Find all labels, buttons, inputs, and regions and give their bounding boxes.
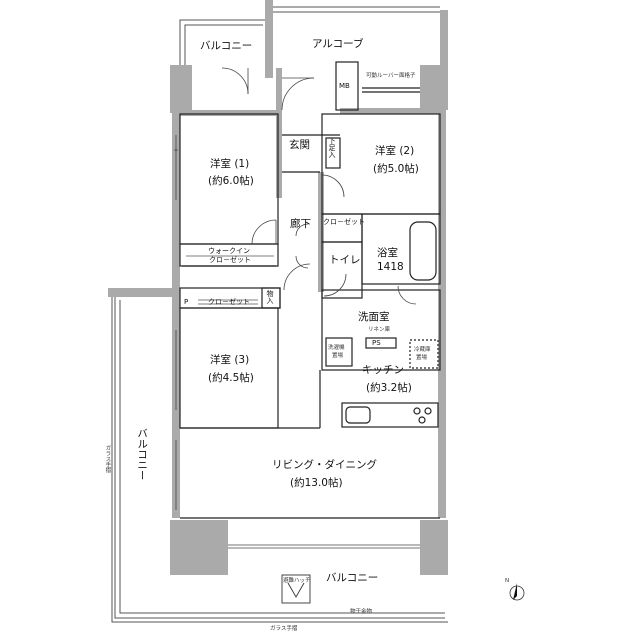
label-western2-name: 洋室 (2) [375, 145, 415, 157]
room-lines [179, 61, 441, 519]
label-ldk-size: (約13.0帖) [290, 477, 343, 489]
label-mb: MB [339, 82, 350, 90]
label-walkin-2: クロ－ゼット [209, 256, 251, 264]
label-western2-size: (約5.0帖) [373, 163, 419, 175]
label-toilet: トイレ [329, 254, 361, 266]
label-washer-2: 置場 [332, 353, 344, 359]
label-walkin-1: ウォークイン [208, 247, 250, 255]
doors [221, 67, 417, 305]
label-western3-size: (約4.5帖) [208, 372, 254, 384]
walls [108, 0, 448, 575]
balcony-outlines [111, 6, 448, 623]
label-western3-name: 洋室 (3) [210, 354, 250, 366]
label-ps: PS [372, 339, 381, 347]
label-balcony-top: バルコニー [200, 40, 253, 52]
label-closet-w3: クロ－ゼット [208, 298, 250, 306]
label-hatch: 避難ハッチ [283, 578, 311, 584]
label-fridge-1: 冷蔵庫 [414, 347, 431, 353]
label-bath-size: 1418 [377, 261, 404, 273]
label-glass-rail-side: ガラス手摺 [104, 445, 111, 473]
label-corridor: 廊下 [290, 218, 311, 230]
label-p-mark: P [184, 298, 189, 306]
label-balcony-bottom: バルコニー [326, 572, 379, 584]
label-ldk-name: リビング・ダイニング [272, 459, 377, 471]
north-arrow [509, 583, 525, 601]
label-fridge-2: 置場 [416, 355, 428, 361]
label-washer-1: 洗濯機 [328, 345, 345, 351]
label-storage: 物入 [266, 290, 275, 304]
label-glass-rail-bottom: ガラス手摺 [270, 626, 298, 632]
label-laundry-hanger: 物干金物 [350, 609, 373, 615]
label-closet-corridor: クロ－ゼット [323, 218, 365, 226]
label-washroom: 洗面室 [358, 311, 390, 323]
label-north: N [505, 578, 510, 584]
label-louver-grille: 可動ルーバー面格子 [366, 73, 416, 79]
label-linen: リネン庫 [368, 327, 391, 333]
label-western1-name: 洋室 (1) [210, 158, 250, 170]
label-alcove: アルコーブ [312, 38, 364, 50]
label-entrance: 玄関 [289, 139, 310, 151]
label-western1-size: (約6.0帖) [208, 175, 254, 187]
label-balcony-side: バルコニー [136, 428, 149, 481]
hatch-symbol [281, 574, 311, 604]
windows [174, 135, 420, 549]
label-bath-name: 浴室 [377, 247, 398, 259]
closet-doors [186, 255, 274, 305]
label-kitchen-size: (約3.2帖) [366, 382, 412, 394]
label-kitchen-name: キッチン [362, 364, 404, 376]
label-shoe-storage: 下足入 [328, 137, 337, 158]
